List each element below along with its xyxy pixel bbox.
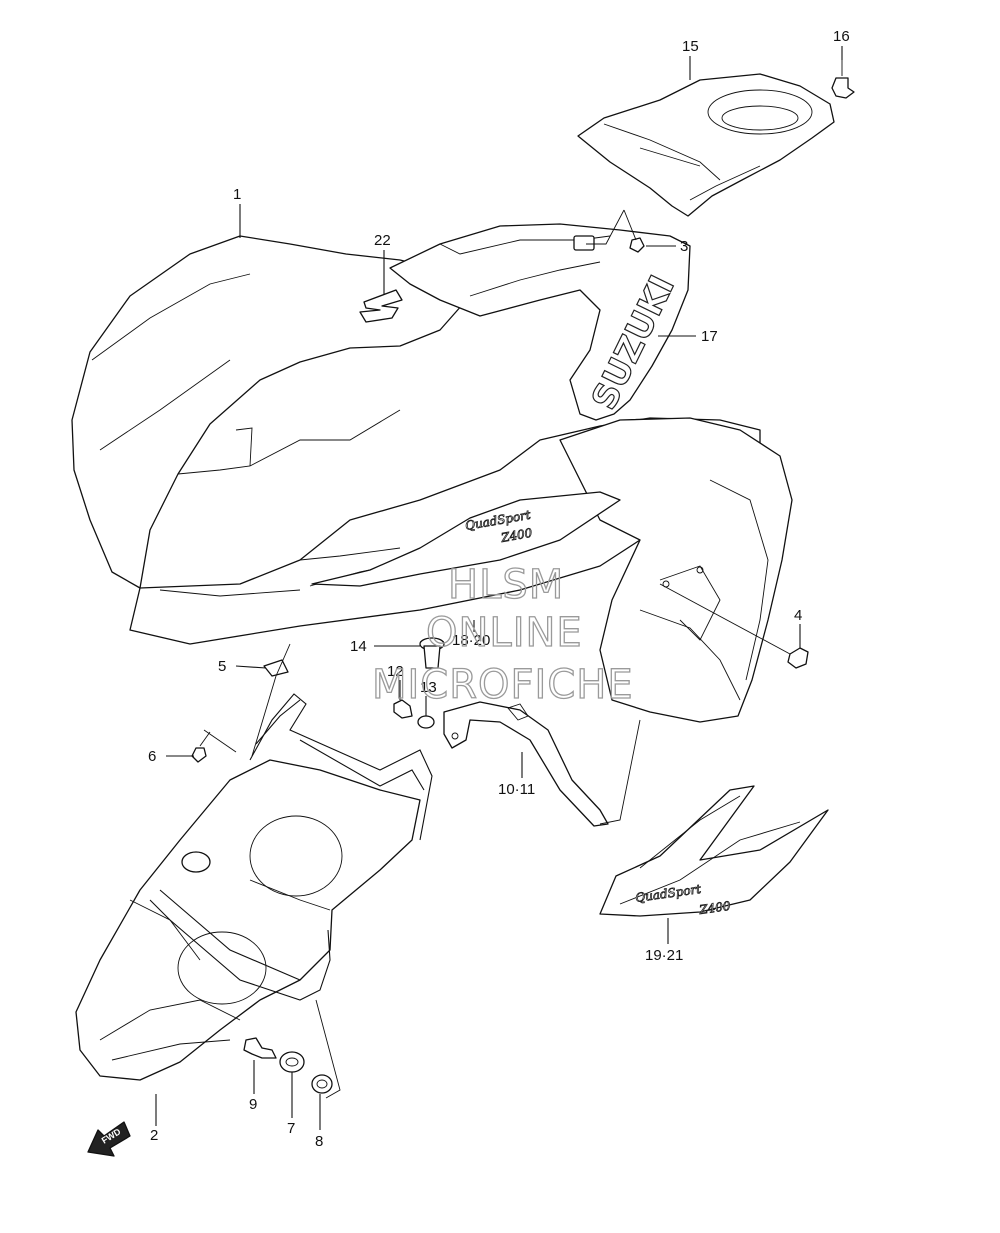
callout-1: 1 — [233, 186, 241, 203]
part-2-rear-fender — [75, 759, 421, 1081]
rear-carrier-frame — [149, 693, 433, 1001]
callout-12: 12 — [387, 663, 404, 680]
rear-fender-panel — [559, 417, 793, 723]
part-18-20-decal: QuadSport Z400 — [311, 491, 621, 587]
callout-13: 13 — [420, 679, 437, 696]
part-4-bolt — [787, 647, 809, 669]
callout-9: 9 — [249, 1096, 257, 1113]
part-8-collar — [311, 1074, 333, 1094]
watermark-line2: ONLINE — [426, 610, 583, 656]
callout-5: 5 — [218, 658, 226, 675]
callout-16: 16 — [833, 28, 850, 45]
part-7-cushion — [279, 1051, 305, 1073]
part-17-side-cover: SUZUKI — [389, 223, 691, 421]
part-16-clip — [831, 58, 855, 99]
leader-lines — [155, 46, 843, 1130]
callout-4: 4 — [794, 607, 802, 624]
watermark-line1: HLSM — [448, 562, 564, 608]
part-22-emblem — [359, 289, 403, 323]
watermark: HLSM ONLINE MICROFICHE — [371, 561, 634, 708]
part-19-21-decal: QuadSport Z400 — [599, 785, 829, 918]
callout-10-11: 10·11 — [498, 781, 535, 798]
callout-7: 7 — [287, 1120, 295, 1137]
callout-15: 15 — [682, 38, 699, 55]
fwd-arrow: FWD — [87, 1121, 131, 1157]
hardware-parts — [191, 237, 809, 1094]
watermark-line3: MICROFICHE — [372, 662, 634, 708]
part-12-bolt — [393, 699, 413, 719]
part-9-bolt — [243, 1037, 277, 1059]
part-15-tail-cover — [577, 73, 835, 217]
callout-numbers: 1 2 3 4 5 6 7 8 9 10·11 12 13 14 15 16 1… — [148, 28, 850, 1150]
decal-model-line2: Z400 — [697, 899, 731, 917]
callout-22: 22 — [374, 232, 391, 249]
part-6-screw — [191, 747, 207, 763]
callout-19-21: 19·21 — [645, 947, 683, 964]
callout-2: 2 — [150, 1127, 158, 1144]
callout-14: 14 — [350, 638, 367, 655]
decal-18-line2: Z400 — [499, 526, 534, 545]
callout-18-20: 18·20 — [452, 632, 490, 649]
callout-6: 6 — [148, 748, 156, 765]
callout-8: 8 — [315, 1133, 323, 1150]
part-10-11-bracket — [443, 701, 609, 827]
callout-17: 17 — [701, 328, 718, 345]
part-13-washer — [417, 715, 435, 729]
part-3-clip — [629, 237, 645, 253]
callout-3: 3 — [680, 238, 688, 255]
part-5-clip — [263, 659, 289, 677]
